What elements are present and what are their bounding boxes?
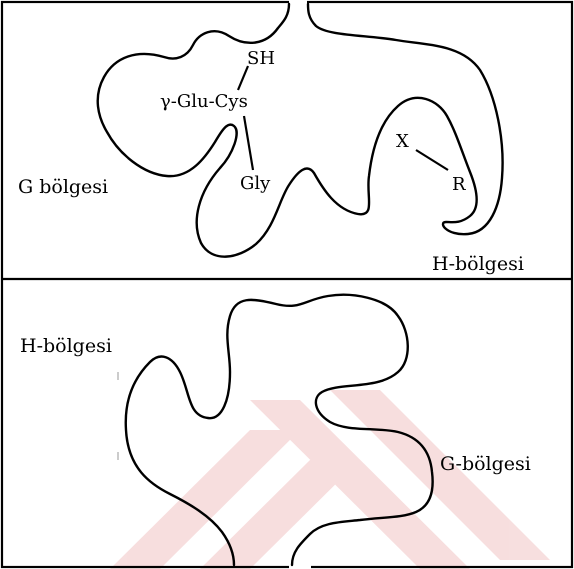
bond-x-r (416, 150, 448, 170)
watermark-chevron (110, 390, 550, 569)
bond-sh-cys (238, 66, 248, 90)
glu-cys-label: γ-Glu-Cys (160, 93, 248, 111)
h-region-label-top: H-bölgesi (432, 255, 524, 274)
g-region-label-top: G bölgesi (18, 178, 108, 197)
bond-cys-gly (244, 116, 253, 170)
g-region-label-bottom: G-bölgesi (440, 455, 531, 474)
r-label: R (452, 176, 466, 194)
x-label: X (396, 133, 409, 151)
top-pocket-outline (98, 4, 503, 257)
top-enzyme-outline (96, 2, 496, 257)
gly-label: Gly (240, 175, 270, 193)
sh-group-label: SH (247, 50, 275, 68)
h-region-label-bottom: H-bölgesi (20, 337, 112, 356)
